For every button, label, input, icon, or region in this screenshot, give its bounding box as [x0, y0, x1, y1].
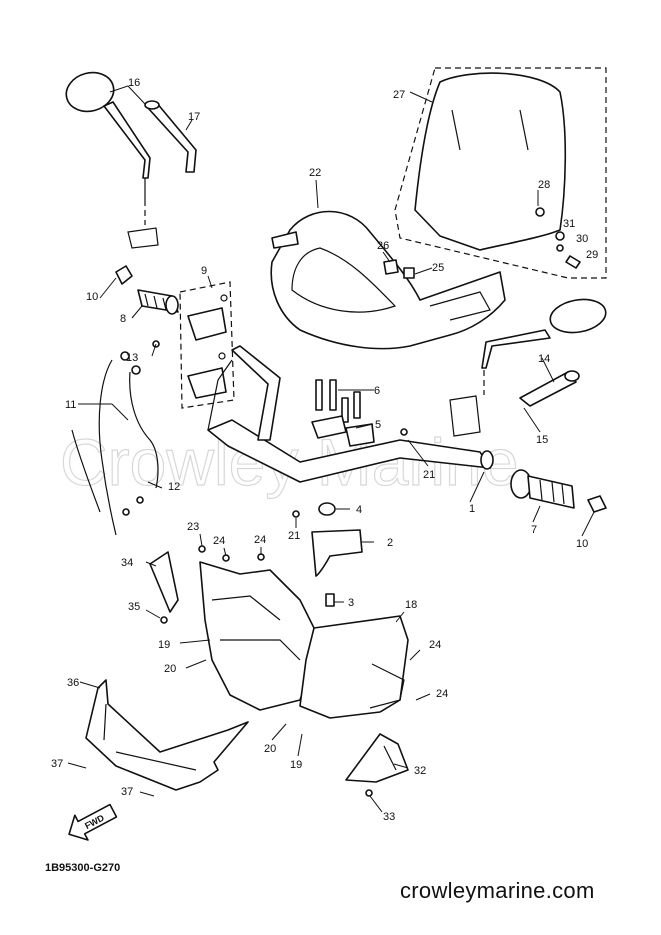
callout-labels: 16 17 27 22 28 31 30 29 26 25 9 10 8 13 … — [51, 77, 598, 823]
callout: 31 — [563, 218, 575, 230]
callout: 10 — [576, 538, 588, 550]
callout: 24 — [254, 534, 266, 546]
callout: 20 — [264, 743, 276, 755]
front-cover — [270, 210, 506, 350]
callout: 21 — [423, 469, 435, 481]
handlebar — [207, 345, 494, 483]
callout: 34 — [121, 557, 133, 569]
callout: 14 — [538, 353, 550, 365]
callout: 10 — [86, 291, 98, 303]
callout: 11 — [65, 399, 76, 411]
right-grip — [510, 469, 607, 513]
fwd-arrow: FWD — [68, 803, 118, 841]
windshield-group — [394, 67, 607, 279]
callout: 29 — [586, 249, 598, 261]
cover-32 — [345, 733, 409, 797]
callout: 18 — [405, 599, 417, 611]
switch-group — [179, 281, 235, 409]
mirror-stem — [144, 100, 197, 173]
leader-lines — [67, 85, 595, 813]
callout: 6 — [374, 385, 380, 397]
callout: 37 — [51, 758, 63, 770]
callout: 19 — [158, 639, 170, 651]
callout: 17 — [188, 111, 200, 123]
callout: 24 — [429, 639, 441, 651]
callout: 2 — [387, 537, 393, 549]
side-cover — [299, 615, 409, 719]
callout: 25 — [432, 262, 444, 274]
callout: 4 — [356, 504, 362, 516]
left-grip — [115, 265, 179, 315]
callout: 24 — [213, 535, 225, 547]
callout: 21 — [288, 530, 300, 542]
callout: 19 — [290, 759, 302, 771]
left-mirror — [65, 71, 159, 249]
callout: 7 — [531, 524, 537, 536]
callout: 37 — [121, 786, 133, 798]
callout: 27 — [393, 89, 405, 101]
lower-panel — [85, 679, 249, 791]
callout: 24 — [436, 688, 448, 700]
handlebar-holders — [311, 379, 375, 447]
callout: 26 — [377, 240, 389, 252]
throttle-cables — [71, 340, 160, 536]
callout: 13 — [126, 352, 138, 364]
callout: 8 — [120, 313, 126, 325]
callout: 5 — [375, 419, 381, 431]
inner-cover — [149, 551, 321, 711]
site-name: crowleymarine.com — [400, 878, 595, 903]
callout: 23 — [187, 521, 199, 533]
right-mirror — [449, 298, 607, 437]
callout: 30 — [576, 233, 588, 245]
callout: 16 — [128, 77, 140, 89]
steering-holder — [311, 502, 363, 607]
callout: 12 — [168, 481, 180, 493]
callout: 9 — [201, 265, 207, 277]
callout: 32 — [414, 765, 426, 777]
callout: 36 — [67, 677, 79, 689]
callout: 22 — [309, 167, 321, 179]
callout: 3 — [348, 597, 354, 609]
callout: 20 — [164, 663, 176, 675]
callout: 1 — [469, 503, 475, 515]
drawing-code: 1B95300-G270 — [45, 862, 121, 874]
callout: 35 — [128, 601, 140, 613]
callout: 28 — [538, 179, 550, 191]
callout: 33 — [383, 811, 395, 823]
callout: 15 — [536, 434, 548, 446]
